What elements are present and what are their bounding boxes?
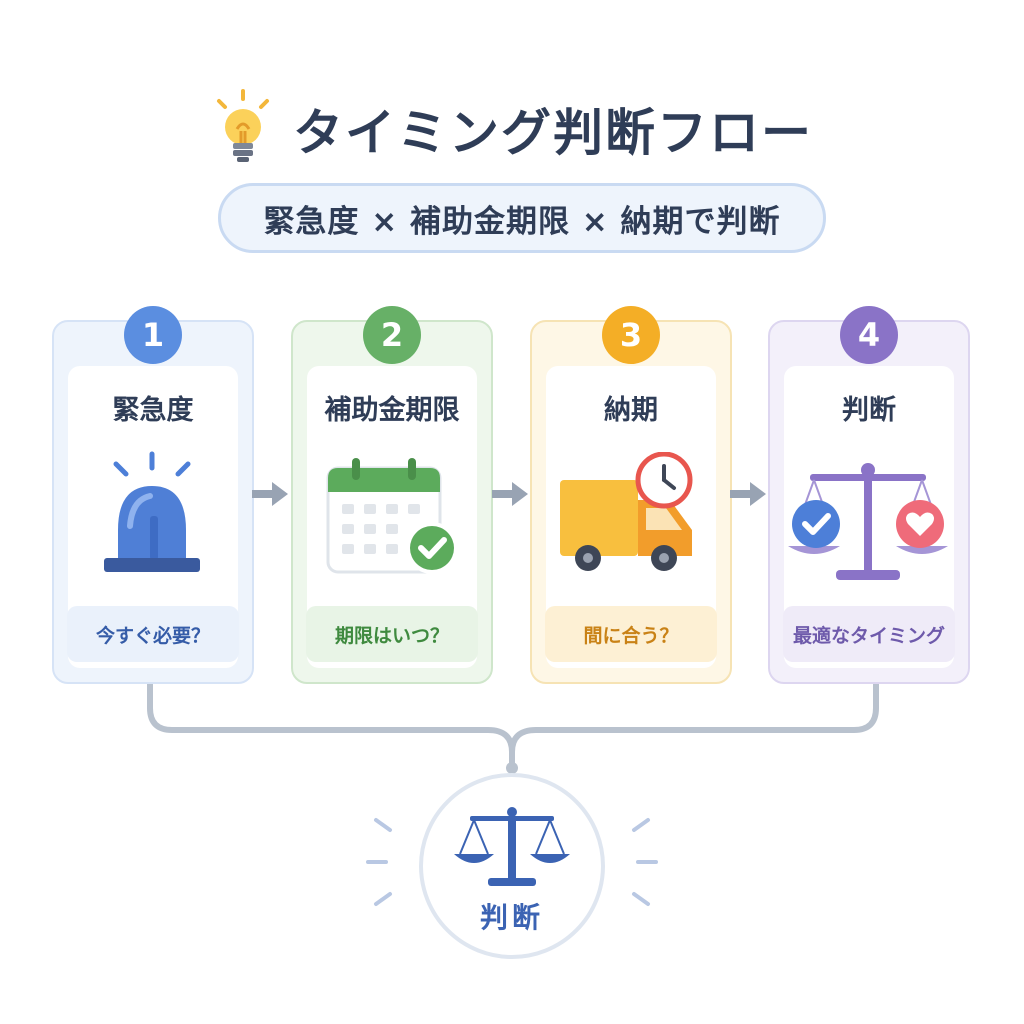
subtitle-pill: 緊急度 × 補助金期限 × 納期で判断: [218, 183, 826, 253]
step-question-delivery: 間に合う？: [545, 606, 717, 662]
arrow-right-icon: [252, 482, 288, 506]
sparkle-lines: [366, 818, 658, 906]
balance-scale-icon: [454, 807, 570, 886]
balance-scale-icon: [788, 463, 948, 580]
step-badge-1: 1: [124, 306, 182, 364]
arrow-right-icon: [730, 482, 766, 506]
arrow-right-icon: [492, 482, 528, 506]
step-badge-2: 2: [363, 306, 421, 364]
step-title-urgency: 緊急度: [112, 395, 194, 426]
title-row: タイミング判断フロー: [0, 84, 1024, 174]
step-title-delivery: 納期: [604, 395, 658, 426]
step-question-urgency: 今すぐ必要？: [67, 606, 239, 662]
step-title-decision: 判断: [842, 395, 896, 426]
calendar-check-icon: [326, 458, 458, 574]
step-badge-4: 4: [840, 306, 898, 364]
step-question-subsidy-deadline: 期限はいつ？: [306, 606, 478, 662]
step-question-decision: 最適なタイミング: [783, 606, 955, 662]
siren-icon: [104, 451, 200, 572]
page-title: タイミング判断フロー: [293, 104, 813, 162]
step-badge-3: 3: [602, 306, 660, 364]
result-label: 判断: [479, 901, 544, 934]
delivery-truck-icon: [560, 452, 693, 571]
lightbulb-icon: [217, 89, 269, 162]
step-title-subsidy-deadline: 補助金期限: [324, 395, 460, 426]
